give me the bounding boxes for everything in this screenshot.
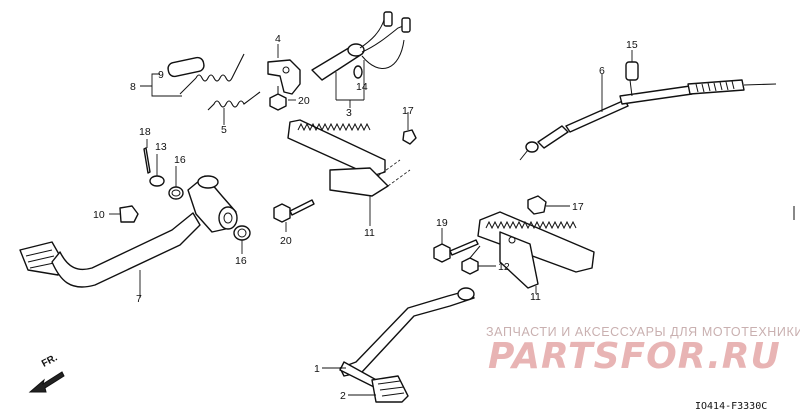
split-pin-18[interactable] <box>143 147 151 174</box>
footpeg-11-upper[interactable] <box>287 119 411 197</box>
callout-11b: 11 <box>530 291 541 303</box>
callout-18: 18 <box>139 126 151 138</box>
callout-6: 6 <box>599 65 605 77</box>
spring-5[interactable] <box>207 91 261 111</box>
callout-12: 12 <box>498 261 510 273</box>
callout-14: 14 <box>356 81 368 93</box>
rubber-2[interactable] <box>371 375 409 403</box>
callout-20a: 20 <box>280 235 292 247</box>
oil-seal-16-upper[interactable] <box>168 186 184 200</box>
callout-5: 5 <box>221 124 227 136</box>
callout-9: 9 <box>158 69 164 81</box>
callout-17a: 17 <box>402 105 414 117</box>
bolt-20-upper[interactable] <box>273 199 315 223</box>
callout-11a: 11 <box>364 227 375 239</box>
callout-15: 15 <box>626 39 638 51</box>
callout-16a: 16 <box>174 154 186 166</box>
callout-3: 3 <box>346 107 352 119</box>
callout-17b: 17 <box>572 201 584 213</box>
oil-seal-16-lower[interactable] <box>233 225 251 241</box>
brake-light-switch-3[interactable] <box>311 11 411 81</box>
callout-7: 7 <box>136 293 142 305</box>
callout-20b: 19 <box>436 217 448 229</box>
nut-17-upper[interactable] <box>402 129 417 145</box>
bolt-19[interactable] <box>269 86 287 111</box>
circlip-13[interactable] <box>149 175 165 187</box>
callout-16b: 16 <box>235 255 247 267</box>
callout-19: 20 <box>298 95 310 107</box>
brake-cable-6[interactable] <box>519 79 777 161</box>
bolt-12[interactable] <box>461 245 481 275</box>
nut-10[interactable] <box>119 205 139 223</box>
callout-13: 13 <box>155 141 167 153</box>
spring-14[interactable] <box>353 65 363 79</box>
nut-17-lower[interactable] <box>527 195 547 215</box>
return-spring-9[interactable] <box>167 53 245 95</box>
callout-2: 2 <box>340 390 346 402</box>
footpeg-11-lower[interactable] <box>477 211 595 289</box>
callout-4: 4 <box>275 33 281 45</box>
callout-8: 8 <box>130 81 136 93</box>
diagram-code: IO414-F3330C <box>695 401 768 412</box>
brake-pedal[interactable] <box>19 175 238 288</box>
watermark-logo: PARTSFOR.RU <box>488 336 781 377</box>
gearshift-pedal-1[interactable] <box>339 287 475 389</box>
callout-10: 10 <box>93 209 105 221</box>
front-arrow-icon <box>28 371 65 393</box>
pivot-bracket-4[interactable] <box>267 59 301 95</box>
cable-clamp-15[interactable] <box>625 61 639 97</box>
callout-1: 1 <box>314 363 320 375</box>
watermark-caption: ЗАПЧАСТИ И АКСЕССУАРЫ ДЛЯ МОТОТЕХНИКИ <box>486 325 800 339</box>
